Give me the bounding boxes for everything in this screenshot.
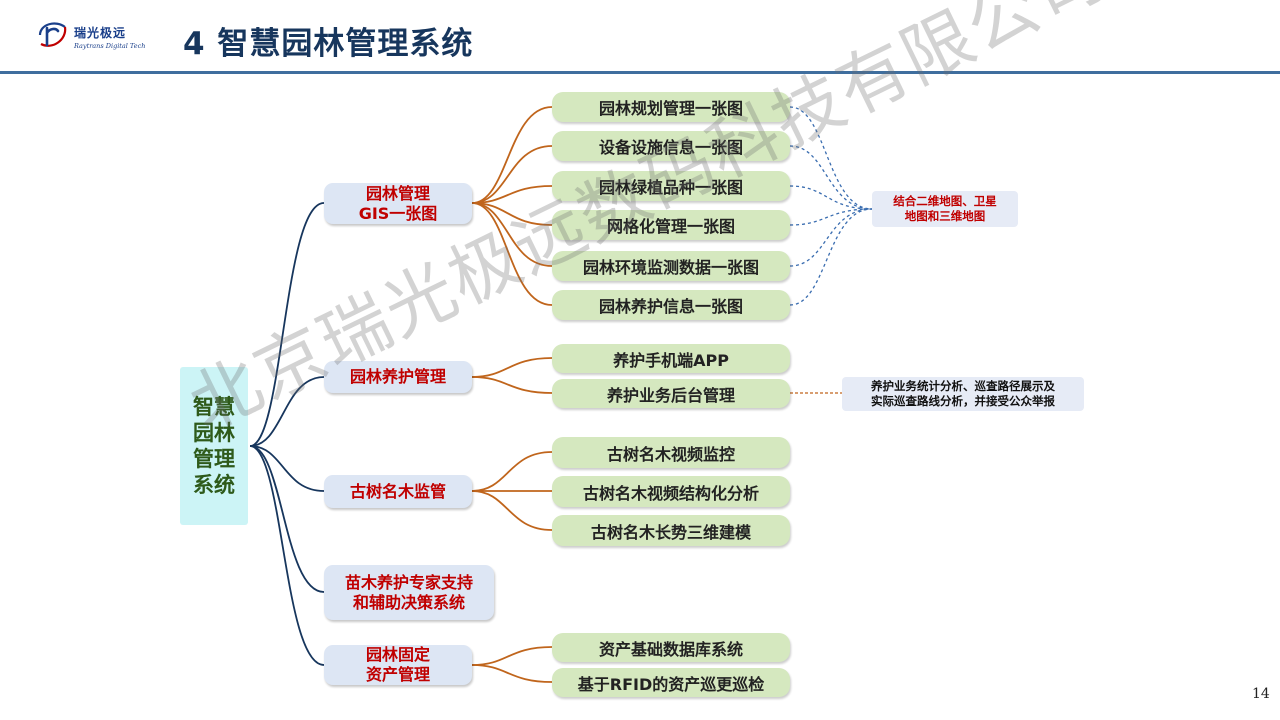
leaf-node: 园林环境监测数据一张图 — [552, 251, 790, 281]
leaf-connector — [471, 376, 553, 394]
note-connector — [789, 208, 873, 226]
leaf-node: 古树名木视频结构化分析 — [552, 476, 790, 507]
leaf-node: 资产基础数据库系统 — [552, 633, 790, 662]
root-connector — [249, 445, 325, 593]
leaf-node: 古树名木视频监控 — [552, 437, 790, 468]
branch-label-line: 苗木养护专家支持 — [344, 572, 473, 592]
note-line: 实际巡查路线分析，并接受公众举报 — [871, 394, 1055, 408]
branch-node-expert-system: 苗木养护专家支持 和辅助决策系统 — [324, 565, 494, 620]
leaf-connector — [471, 664, 553, 683]
root-label-line: 管理 — [193, 447, 235, 471]
leaf-node: 古树名木长势三维建模 — [552, 515, 790, 546]
root-connector — [249, 445, 325, 492]
note-connector — [789, 208, 873, 306]
leaf-node: 园林绿植品种一张图 — [552, 171, 790, 201]
leaf-node: 网格化管理一张图 — [552, 210, 790, 240]
note-gis-map: 结合二维地图、卫星 地图和三维地图 — [872, 191, 1018, 227]
branch-label-line: GIS一张图 — [358, 203, 438, 223]
branch-node-gis-map: 园林管理 GIS一张图 — [324, 183, 472, 224]
root-label-line: 智慧 — [193, 395, 235, 419]
leaf-connector — [471, 357, 553, 378]
company-logo: 瑞光极远 Raytrans Digital Tech — [34, 16, 146, 56]
logo-mark-icon — [38, 22, 67, 47]
page-title: 4 智慧园林管理系统 — [183, 26, 474, 62]
branch-label-line: 园林养护管理 — [349, 367, 446, 386]
root-label-line: 园林 — [193, 421, 235, 445]
note-maintenance: 养护业务统计分析、巡查路径展示及 实际巡查路线分析，并接受公众举报 — [842, 377, 1084, 411]
leaf-node: 基于RFID的资产巡更巡检 — [552, 668, 790, 697]
branch-label-line: 资产管理 — [365, 665, 430, 684]
leaf-node: 设备设施信息一张图 — [552, 131, 790, 161]
note-connector — [789, 208, 873, 267]
note-connector — [789, 185, 873, 210]
leaf-node: 园林规划管理一张图 — [552, 92, 790, 122]
logo-chinese-text: 瑞光极远 — [74, 26, 127, 40]
branch-node-ancient-trees: 古树名木监管 — [324, 475, 472, 508]
branch-label-line: 古树名木监管 — [349, 481, 446, 501]
root-node: 智慧 园林 管理 系统 — [180, 367, 248, 525]
note-line: 养护业务统计分析、巡查路径展示及 — [871, 379, 1055, 393]
note-line: 地图和三维地图 — [904, 209, 986, 223]
leaf-node: 园林养护信息一张图 — [552, 290, 790, 320]
branch-label-line: 和辅助决策系统 — [352, 592, 465, 612]
leaf-connector — [471, 490, 553, 531]
note-line: 结合二维地图、卫星 — [893, 194, 997, 208]
root-connector — [249, 445, 325, 666]
header-divider — [0, 71, 1280, 74]
leaf-connector — [471, 451, 553, 492]
logo-english-text: Raytrans Digital Tech — [74, 42, 146, 50]
leaf-node: 养护手机端APP — [552, 344, 790, 373]
root-label-line: 系统 — [193, 473, 235, 497]
branch-label-line: 园林固定 — [365, 645, 430, 664]
branch-node-maintenance: 园林养护管理 — [324, 361, 472, 393]
branch-node-fixed-assets: 园林固定 资产管理 — [324, 645, 472, 685]
page-number: 14 — [1252, 686, 1270, 702]
branch-label-line: 园林管理 — [365, 183, 430, 203]
leaf-node: 养护业务后台管理 — [552, 379, 790, 408]
leaf-connector — [471, 646, 553, 666]
